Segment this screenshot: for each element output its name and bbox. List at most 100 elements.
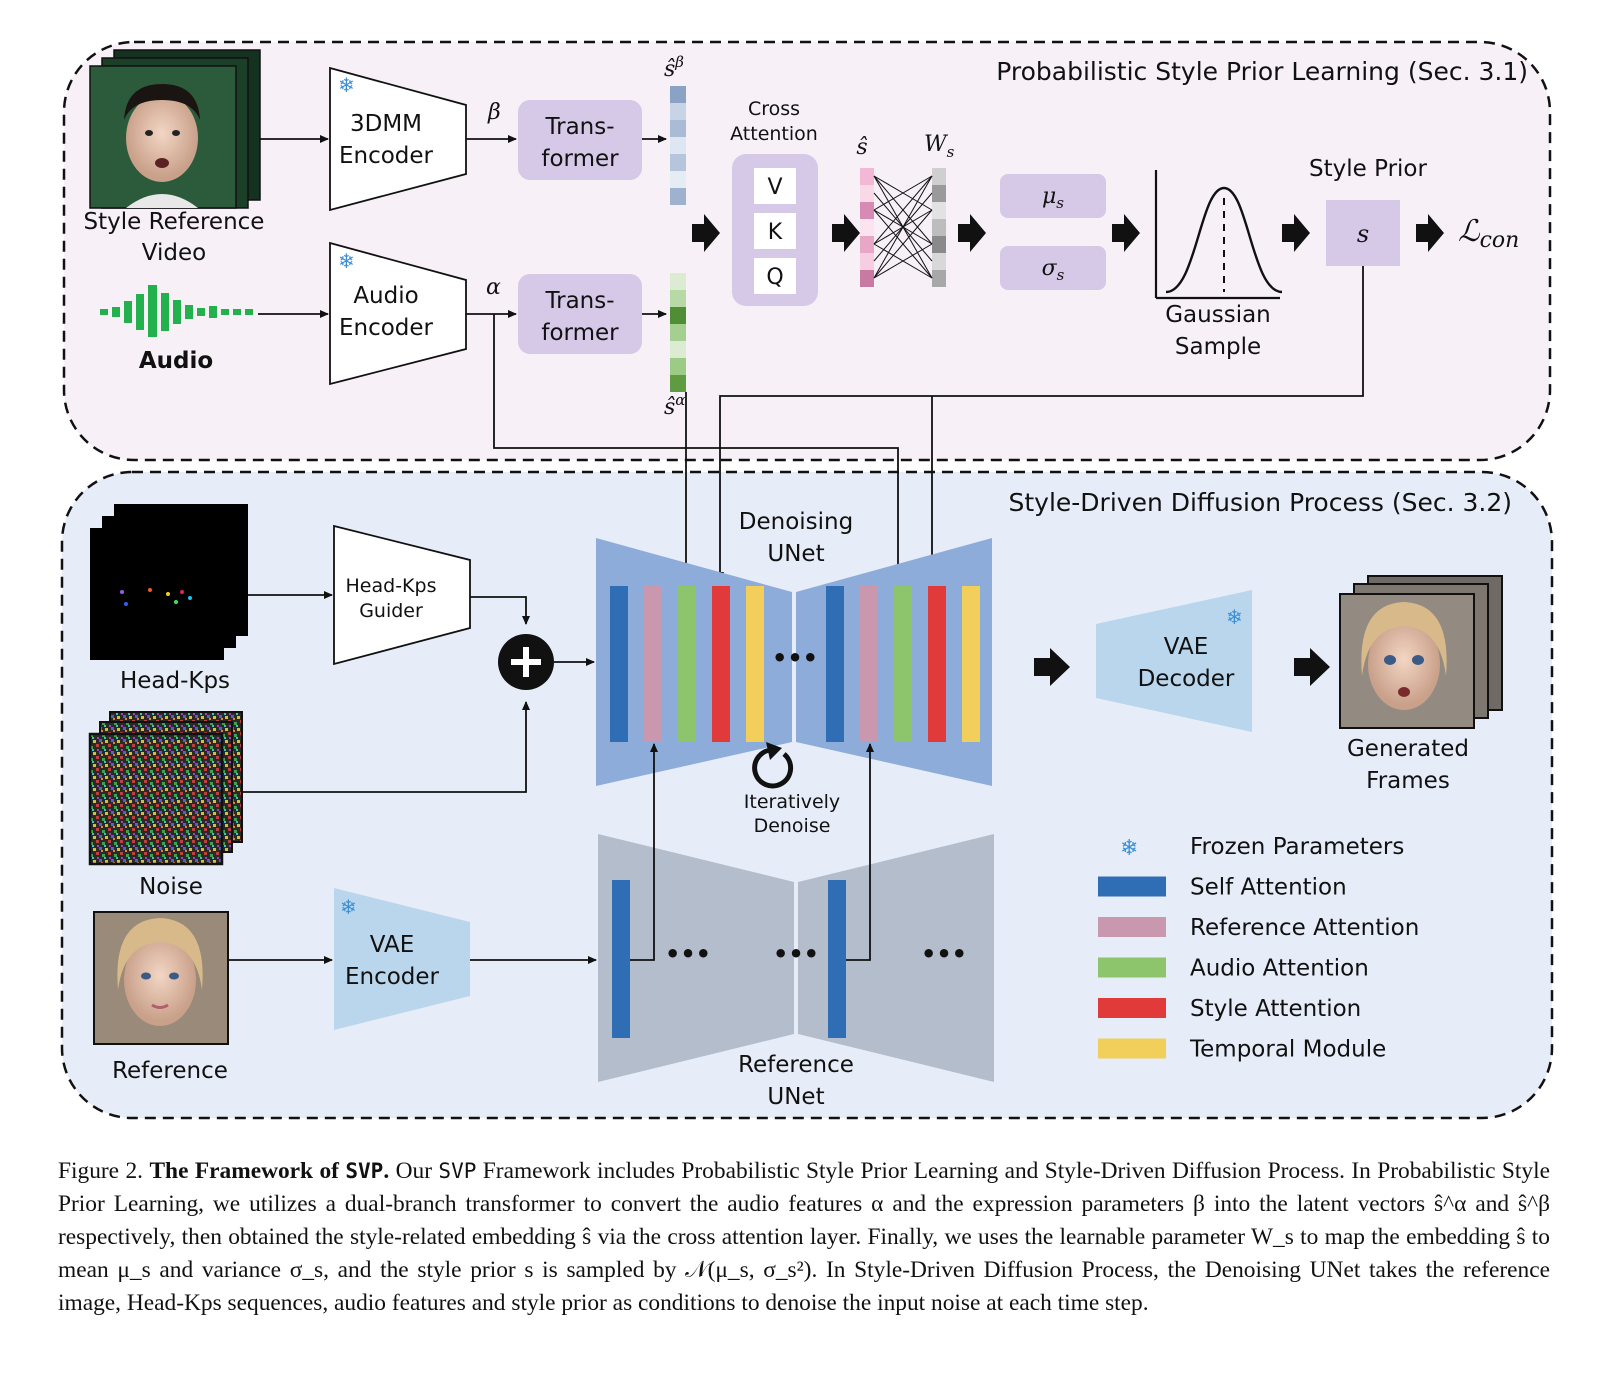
reference-unet: [598, 834, 994, 1082]
reference-unet-dots-3: •••: [921, 940, 967, 968]
snowflake-icon: ❄: [338, 73, 355, 97]
ws-label: Ws: [924, 132, 955, 161]
vae-encoder-label-2: Encoder: [345, 964, 440, 990]
style-reference-video-label-2: Video: [142, 240, 206, 266]
sigma-label: σs: [1042, 256, 1065, 284]
head-kps-image: [90, 504, 248, 660]
vae-encoder-block: [334, 888, 470, 1030]
vae-decoder-label-1: VAE: [1164, 634, 1209, 660]
mu-label: μs: [1042, 184, 1064, 212]
transformer-alpha-label-2: former: [541, 320, 619, 346]
transformer-block-alpha: [518, 274, 642, 354]
legend-swatch: [1098, 1038, 1166, 1059]
reference-unet-dots-2: •••: [773, 940, 819, 968]
denoising-unet-label-2: UNet: [767, 541, 824, 567]
denoising-unet-dots: •••: [772, 644, 818, 672]
v-label: V: [767, 175, 782, 200]
noise-image: [88, 711, 243, 866]
reference-unet-label-2: UNet: [767, 1084, 824, 1110]
audio-label: Audio: [139, 348, 213, 374]
3dmm-encoder-label-2: Encoder: [339, 143, 434, 169]
beta-symbol: β: [487, 100, 501, 125]
fully-connected-lines: [873, 175, 933, 279]
transformer-block-beta: [518, 100, 642, 180]
iteratively-denoise-label-2: Denoise: [754, 815, 831, 837]
snowflake-icon: ❄: [338, 249, 355, 273]
denoising-unet: [596, 538, 992, 786]
vae-encoder-label-1: VAE: [370, 932, 415, 958]
reference-label: Reference: [112, 1058, 228, 1084]
audio-encoder-label-2: Encoder: [339, 315, 434, 341]
iterate-cycle-icon: [752, 742, 794, 789]
style-prior-label: Style Prior: [1309, 156, 1427, 182]
iteratively-denoise-label-1: Iteratively: [744, 791, 840, 813]
ws-vector: [932, 168, 946, 287]
guider-label-1: Head-Kps: [346, 575, 437, 597]
style-reference-video-label-1: Style Reference: [84, 209, 265, 235]
style-reference-video-image: [89, 49, 261, 209]
block-arrow-icon: [1034, 648, 1330, 686]
snowflake-icon: ❄: [1120, 836, 1138, 861]
mu-block: [1000, 174, 1106, 218]
transformer-alpha-label-1: Trans-: [544, 288, 614, 314]
legend-label: Style Attention: [1190, 996, 1361, 1022]
connector-lines: [493, 266, 1364, 581]
k-label: K: [768, 220, 783, 245]
generated-frames-image: [1339, 575, 1503, 729]
reference-unet-dots-1: •••: [665, 940, 711, 968]
sigma-block: [1000, 246, 1106, 290]
framework-diagram: Probabilistic Style Prior Learning (Sec.…: [60, 40, 1554, 1120]
reference-image: [93, 911, 229, 1045]
legend-swatch: [1098, 917, 1166, 937]
noise-label: Noise: [139, 874, 203, 900]
s-hat-alpha-label: ŝα: [664, 391, 685, 420]
style-prior-block: [1326, 200, 1400, 266]
panel-bottom-title: Style-Driven Diffusion Process (Sec. 3.2…: [1008, 488, 1512, 517]
l-con-label: ℒcon: [1458, 214, 1519, 253]
head-kps-label: Head-Kps: [120, 668, 230, 694]
audio-encoder-block: [329, 241, 467, 386]
block-arrow-icon: [692, 214, 1444, 252]
legend-label: Frozen Parameters: [1190, 834, 1404, 860]
generated-frames-label-2: Frames: [1366, 768, 1450, 794]
panel-top-title: Probabilistic Style Prior Learning (Sec.…: [996, 57, 1528, 86]
legend-swatch: [1098, 957, 1166, 978]
legend-label: Self Attention: [1190, 875, 1347, 901]
legend-label: Audio Attention: [1190, 956, 1369, 982]
guider-label-2: Guider: [359, 600, 423, 622]
caption-figure-label: Figure 2.: [58, 1158, 144, 1184]
cross-attention-label-2: Attention: [730, 123, 818, 145]
alpha-symbol: α: [486, 275, 501, 300]
head-kps-guider-block: [333, 524, 471, 666]
snowflake-icon: ❄: [1226, 605, 1243, 629]
generated-frames-label-1: Generated: [1347, 736, 1469, 762]
legend-label: Reference Attention: [1190, 915, 1419, 941]
legend-swatch: [1098, 876, 1166, 897]
cross-attention-label-1: Cross: [748, 98, 800, 120]
gaussian-sample-label-1: Gaussian: [1165, 302, 1271, 328]
snowflake-icon: ❄: [340, 895, 357, 919]
caption-body: Framework includes Probabilistic Style P…: [58, 1158, 1550, 1316]
3dmm-encoder-label-1: 3DMM: [350, 111, 422, 137]
vae-decoder-block: [1096, 590, 1252, 732]
q-label: Q: [766, 265, 783, 290]
transformer-beta-label-2: former: [541, 146, 619, 172]
gaussian-curve-icon: [1154, 170, 1283, 300]
s-hat-beta-label: ŝβ: [664, 53, 684, 82]
transformer-beta-label-1: Trans-: [544, 114, 614, 140]
gaussian-sample-label-2: Sample: [1175, 334, 1261, 360]
style-prior-s: s: [1357, 220, 1369, 248]
s-hat-beta-vector: [670, 86, 686, 205]
caption-bold-title: The Framework of SVP.: [149, 1158, 390, 1184]
reference-unet-label-1: Reference: [738, 1052, 854, 1078]
figure-caption: Figure 2. The Framework of SVP. Our SVP …: [58, 1158, 1550, 1316]
legend-swatch: [1098, 998, 1166, 1018]
3dmm-encoder-block: [329, 66, 467, 212]
audio-waveform-icon: [100, 285, 253, 337]
s-hat-label: ŝ: [856, 135, 867, 160]
audio-encoder-label-1: Audio: [353, 283, 418, 309]
vae-decoder-label-2: Decoder: [1138, 666, 1235, 692]
s-hat-vector: [860, 168, 874, 287]
denoising-unet-label-1: Denoising: [739, 509, 853, 535]
